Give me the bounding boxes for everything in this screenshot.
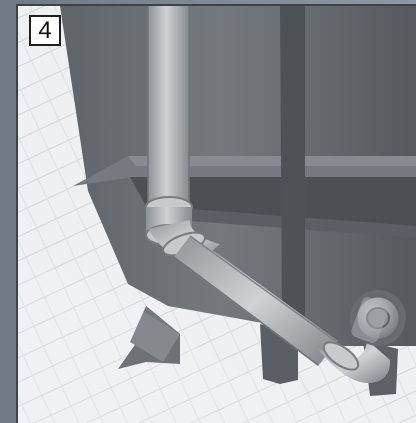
fitting-collar: [351, 297, 389, 343]
horizontal-beam: [130, 177, 416, 226]
assembly-illustration: [16, 4, 416, 423]
assembly-svg: [18, 6, 416, 423]
lower-elbow-ring: [322, 341, 360, 371]
diagonal-pipe: [174, 236, 338, 366]
left-support-face: [130, 306, 180, 362]
floor-highlight: [18, 266, 416, 423]
step-number-badge: 4: [29, 15, 61, 46]
beam-underside: [146, 206, 416, 238]
vertical-rib: [280, 6, 305, 316]
tank-shelf-highlight: [128, 156, 416, 166]
vertical-pipe: [148, 6, 189, 206]
